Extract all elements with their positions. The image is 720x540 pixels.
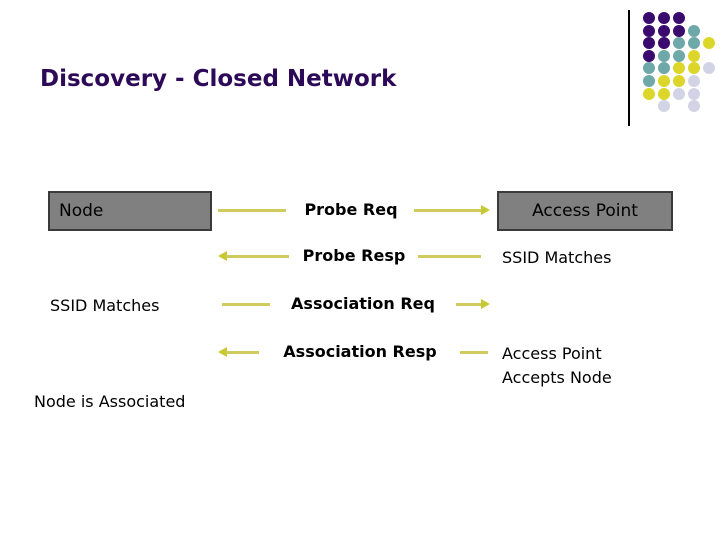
association-resp-line-left <box>226 351 259 354</box>
association-resp-line-right <box>460 351 488 354</box>
decorative-dot-purple <box>643 24 655 37</box>
annotation-ssid-matches-left: SSID Matches <box>50 296 160 315</box>
decorative-dot-teal <box>673 49 685 62</box>
probe-resp-arrowhead <box>218 251 227 261</box>
probe-req-arrowhead <box>481 205 490 215</box>
node-box[interactable]: Node <box>48 191 212 231</box>
decorative-dot-yellow <box>673 62 685 75</box>
decorative-dot-teal <box>658 62 670 75</box>
probe-resp-line-right <box>418 255 481 258</box>
decorative-dot-yellow <box>643 87 655 100</box>
decorative-dot-purple <box>658 24 670 37</box>
decorative-dot-teal <box>688 37 700 50</box>
decorative-dot-teal <box>673 37 685 50</box>
annotation-ap-accepts-line2: Accepts Node <box>502 368 612 387</box>
annotation-ap-accepts-line1: Access Point <box>502 344 602 363</box>
probe-req-line-right <box>414 209 482 212</box>
message-label-association-req: Association Req <box>291 294 435 313</box>
association-req-line-left <box>222 303 270 306</box>
message-label-probe-req: Probe Req <box>304 200 398 219</box>
decorative-dot-yellow <box>673 75 685 87</box>
decorative-dot-teal <box>658 49 670 62</box>
decorative-dot-teal <box>688 24 700 37</box>
decorative-dot-purple <box>643 12 655 24</box>
decorative-dot-yellow <box>688 62 700 75</box>
decorative-dot-grid <box>643 12 720 124</box>
association-resp-arrowhead <box>218 347 227 357</box>
decorative-dot-purple <box>673 12 685 24</box>
decorative-dot-lavender <box>688 75 700 87</box>
association-req-line-right <box>456 303 483 306</box>
message-label-association-resp: Association Resp <box>283 342 437 361</box>
probe-resp-line-left <box>226 255 289 258</box>
header-divider-line <box>628 10 630 126</box>
decorative-dot-purple <box>658 12 670 24</box>
decorative-dot-purple <box>673 24 685 37</box>
decorative-dot-purple <box>658 37 670 50</box>
decorative-dot-lavender <box>688 87 700 100</box>
annotation-ssid-matches-right: SSID Matches <box>502 248 612 267</box>
decorative-dot-yellow <box>658 75 670 87</box>
decorative-dot-lavender <box>688 100 700 113</box>
decorative-dot-teal <box>643 62 655 75</box>
annotation-node-associated: Node is Associated <box>34 392 186 411</box>
decorative-dot-lavender <box>658 100 670 113</box>
page-title: Discovery - Closed Network <box>40 66 397 92</box>
decorative-dot-yellow <box>658 87 670 100</box>
decorative-dot-lavender <box>703 62 715 75</box>
access-point-box-label: Access Point <box>532 201 638 221</box>
node-box-label: Node <box>59 201 104 221</box>
probe-req-line-left <box>218 209 286 212</box>
decorative-dot-teal <box>643 75 655 87</box>
decorative-dot-purple <box>643 49 655 62</box>
decorative-dot-yellow <box>688 49 700 62</box>
decorative-dot-purple <box>643 37 655 50</box>
association-req-arrowhead <box>481 299 490 309</box>
message-label-probe-resp: Probe Resp <box>302 246 406 265</box>
decorative-dot-lavender <box>673 87 685 100</box>
decorative-dot-yellow <box>703 37 715 50</box>
access-point-box[interactable]: Access Point <box>497 191 673 231</box>
